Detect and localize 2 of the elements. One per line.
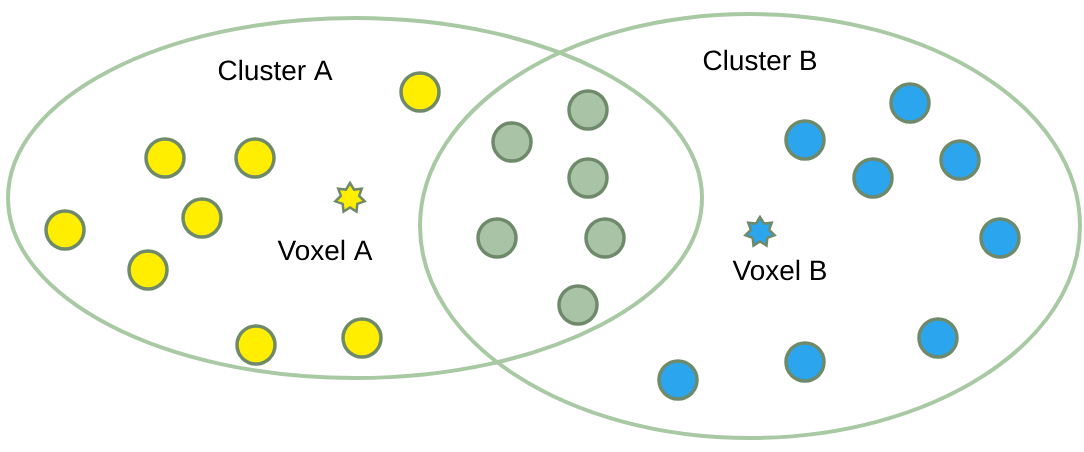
voxel-label: Voxel B xyxy=(732,259,826,281)
voxel-label: Voxel A xyxy=(277,239,373,261)
